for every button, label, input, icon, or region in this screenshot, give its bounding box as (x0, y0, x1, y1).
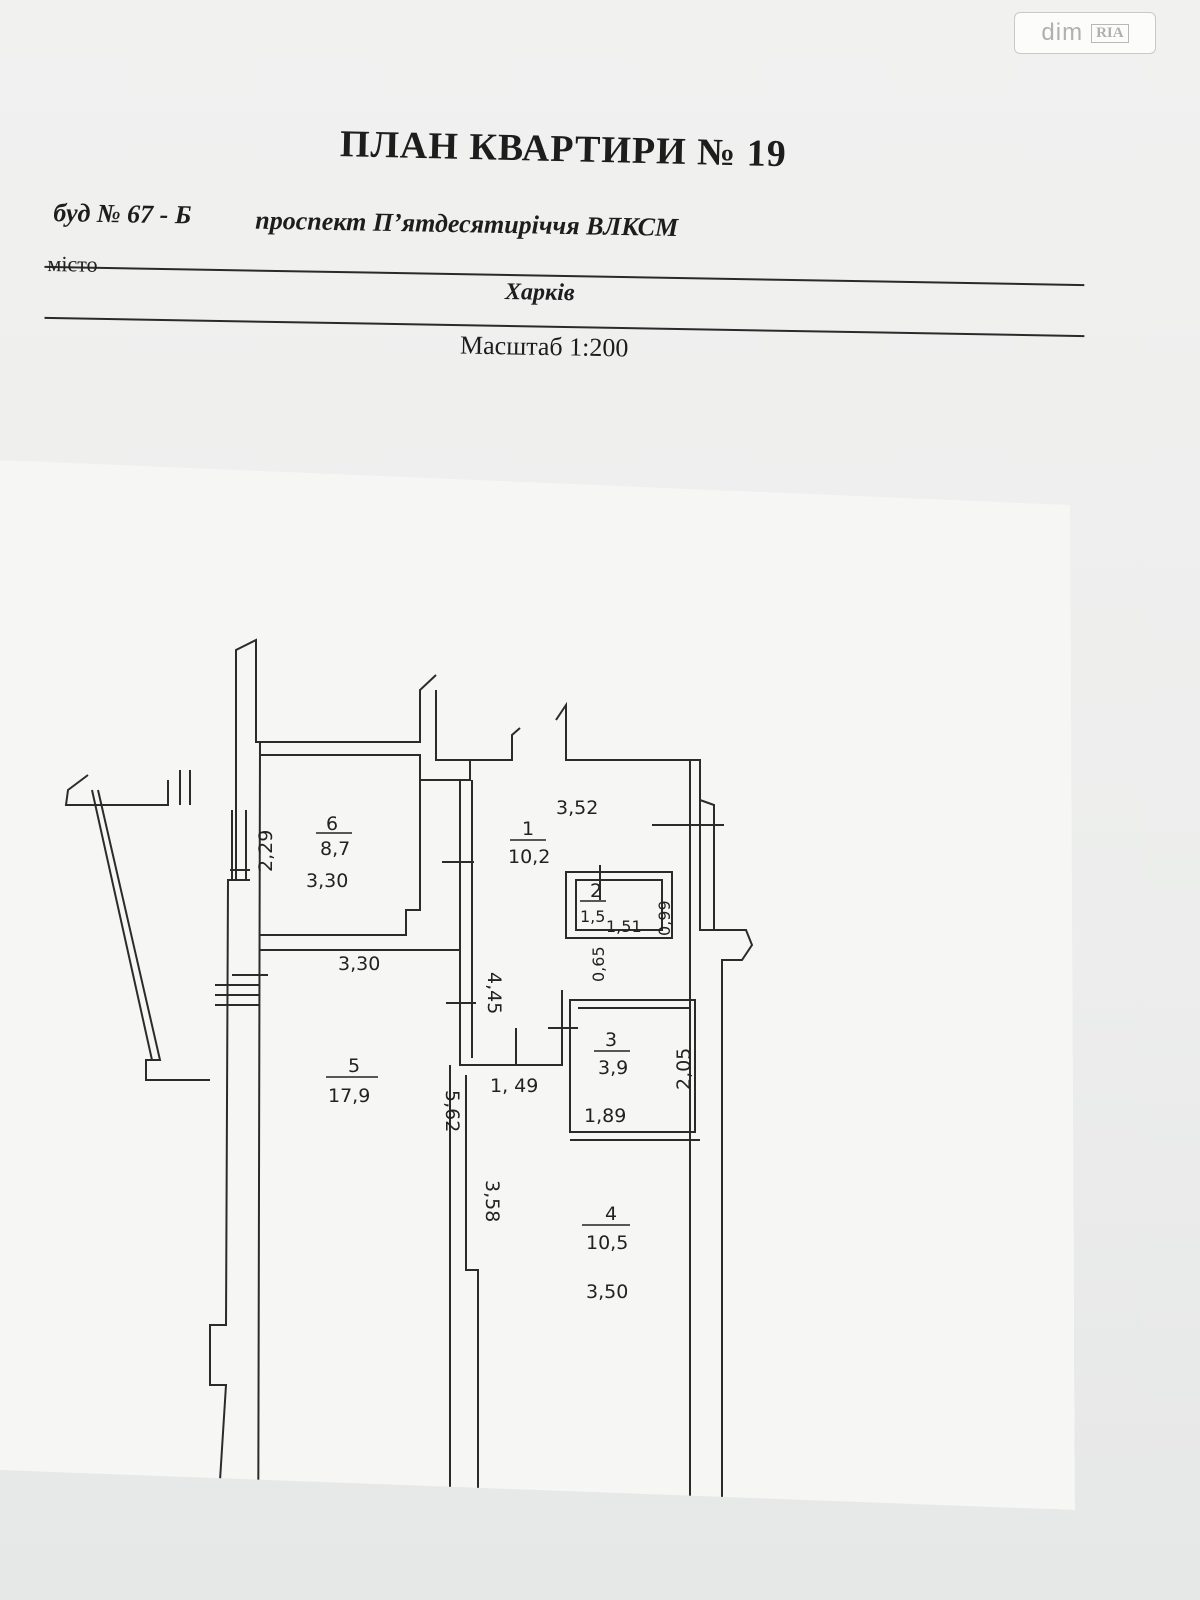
room-number: 1 (522, 818, 534, 840)
dimension-labels: 3,52 2,29 3,30 3,30 4,45 1,51 0,99 0,65 … (255, 797, 695, 1303)
dimension-0-99: 0,99 (655, 900, 674, 936)
room-number: 6 (326, 813, 338, 835)
city-label: місто (47, 250, 98, 277)
room-number: 2 (590, 880, 602, 902)
dimension-4-45: 4,45 (483, 972, 505, 1014)
dimension-0-65: 0,65 (589, 946, 608, 982)
dimension-3-30-room6: 3,30 (306, 870, 348, 892)
street-name: проспект П’ятдесятиріччя ВЛКСМ (255, 205, 679, 242)
dimension-3-52: 3,52 (556, 797, 598, 819)
room-2-label: 2 1,5 (580, 880, 606, 926)
dimension-3-58: 3,58 (481, 1180, 503, 1222)
scale-label: Масштаб 1:200 (459, 330, 629, 363)
wall-lines (64, 638, 754, 1510)
room-1-label: 1 10,2 (508, 818, 550, 868)
room-3-label: 3 3,9 (594, 1029, 630, 1079)
dimension-3-30-room5: 3,30 (338, 953, 380, 975)
dim-ria-watermark: dim RIA (1014, 12, 1156, 54)
dimension-5-62: 5,62 (441, 1090, 463, 1132)
floor-plan-sheet: 6 8,7 1 10,2 2 1,5 3 3,9 5 17,9 4 10,5 (0, 460, 1075, 1510)
dimension-3-50: 3,50 (586, 1281, 628, 1303)
room-6-label: 6 8,7 (316, 813, 352, 860)
dimension-1-51: 1,51 (606, 917, 642, 936)
dimension-2-05: 2,05 (673, 1048, 695, 1090)
watermark-dim-text: dim (1041, 19, 1084, 46)
room-number: 5 (348, 1055, 360, 1077)
room-area: 3,9 (598, 1057, 628, 1079)
floor-plan-drawing: 6 8,7 1 10,2 2 1,5 3 3,9 5 17,9 4 10,5 (64, 638, 754, 1510)
city-name: Харків (504, 278, 575, 307)
watermark-ria-logo: RIA (1091, 23, 1129, 43)
room-5-label: 5 17,9 (326, 1055, 378, 1107)
room-area: 8,7 (320, 838, 350, 860)
room-4-label: 4 10,5 (582, 1203, 630, 1254)
room-number: 4 (605, 1203, 617, 1225)
dimension-2-29: 2,29 (255, 830, 277, 872)
dimension-1-89: 1,89 (584, 1105, 626, 1127)
building-number: буд № 67 - Б (53, 198, 192, 230)
room-area: 17,9 (328, 1085, 370, 1107)
room-area: 1,5 (580, 907, 605, 926)
room-number: 3 (605, 1029, 617, 1051)
room-area: 10,5 (586, 1232, 628, 1254)
room-area: 10,2 (508, 846, 550, 868)
dimension-1-49: 1, 49 (490, 1075, 538, 1097)
